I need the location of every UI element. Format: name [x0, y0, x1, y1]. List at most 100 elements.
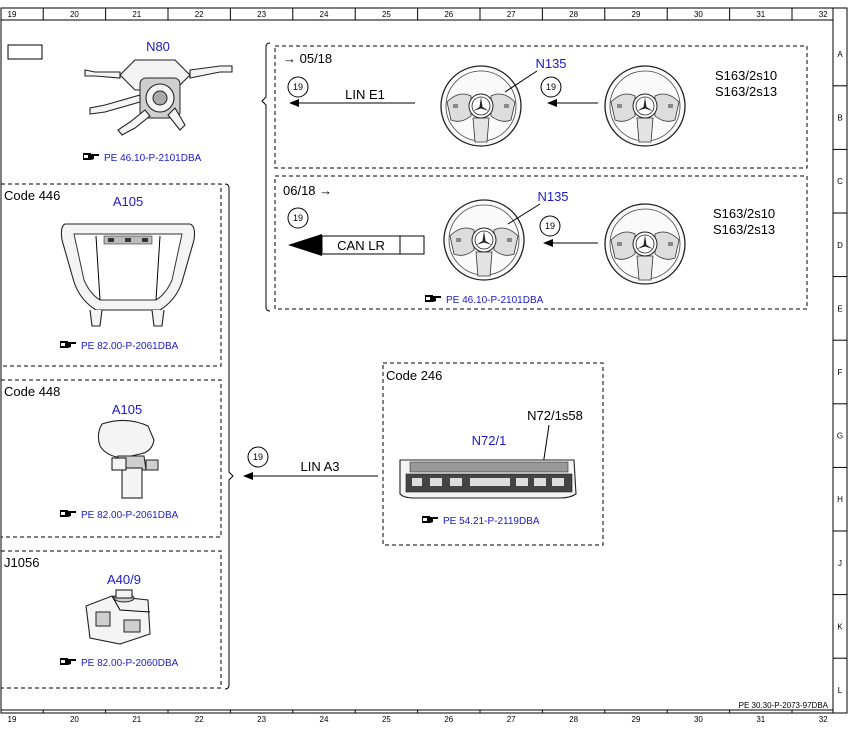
steering-wheel-switch-icon: [604, 203, 686, 285]
n80-component: N80 PE 46.10-P-2101DBA: [7, 39, 233, 164]
grid-column-label: 31: [756, 10, 765, 19]
code448-panel: Code 448 A105 PE 82.00-P-2061DBA: [1, 379, 222, 538]
steering-wheel-icon: [440, 65, 522, 147]
n80-label: N80: [146, 39, 170, 54]
grid-column-label: 21: [132, 10, 141, 19]
hand-pointer-icon: [60, 510, 76, 517]
group-0618-reference: PE 46.10-P-2101DBA: [446, 295, 544, 306]
grid-column-labels: 19 19 20 20 21 21 22 22 23 23 24 24 25 25 26 26 27 27 28 28…: [8, 8, 828, 724]
grid-row-label: L: [838, 686, 843, 695]
grid-column-label: 19: [8, 10, 17, 19]
svg-text:19: 19: [293, 82, 303, 92]
grid-column-label: 27: [507, 715, 516, 724]
grid-column-label: 23: [257, 715, 266, 724]
steering-wheel-switch-icon: [604, 65, 686, 147]
grid-column-label: 28: [569, 715, 578, 724]
code246-panel: Code 246 N72/1 N72/1s58 PE 54.21-P-2119D…: [382, 362, 604, 546]
bus-lin-a3-label: LIN A3: [300, 459, 339, 474]
border-frame: [0, 7, 848, 714]
grid-row-label: G: [837, 432, 843, 441]
j1056-panel: J1056 A40/9 PE 82.00-P-2060DBA: [1, 550, 222, 689]
switch-s163-2s13: S163/2s13: [713, 222, 775, 237]
control-panel-image: [399, 459, 577, 499]
code446-reference: PE 82.00-P-2061DBA: [81, 341, 179, 352]
grid-column-label: 20: [70, 715, 79, 724]
grid-row-label: E: [837, 304, 842, 313]
n72-1-label: N72/1: [472, 433, 507, 448]
code246-label: Code 246: [386, 368, 442, 383]
svg-text:19: 19: [545, 221, 555, 231]
svg-text:19: 19: [546, 82, 556, 92]
grid-column-label: 30: [694, 10, 703, 19]
code446-label: Code 446: [4, 188, 60, 203]
left-group-bracket: [224, 183, 234, 690]
a105-label: A105: [113, 194, 143, 209]
grid-column-label: 21: [132, 715, 141, 724]
grid-column-label: 23: [257, 10, 266, 19]
grid-column-label: 25: [382, 715, 391, 724]
group-0518: → 05/18 19 LIN E1 N135 19 S163/2s10 S163…: [274, 45, 808, 169]
grid-column-label: 19: [8, 715, 17, 724]
grid-column-label: 22: [195, 10, 204, 19]
grid-column-label: 31: [756, 715, 765, 724]
grid-column-label: 22: [195, 715, 204, 724]
bus-lin-e1-label: LIN E1: [345, 87, 385, 102]
n135-label: N135: [537, 189, 568, 204]
hand-pointer-icon: [425, 295, 441, 302]
grid-row-label: A: [837, 50, 843, 59]
camera-module-image: [85, 589, 151, 645]
hand-pointer-icon: [60, 341, 76, 348]
can-lr-arrow: [288, 234, 322, 256]
overhead-control-panel-image: [60, 223, 196, 327]
grid-column-label: 30: [694, 715, 703, 724]
switch-s163-2s10: S163/2s10: [713, 206, 775, 221]
hand-pointer-icon: [83, 153, 99, 160]
n135-label: N135: [535, 56, 566, 71]
steering-column-module-image: [84, 59, 233, 136]
grid-row-label: J: [838, 559, 842, 568]
grid-column-label: 29: [632, 10, 641, 19]
grid-column-label: 26: [444, 715, 453, 724]
switch-s163-2s10: S163/2s10: [715, 68, 777, 83]
a40-9-label: A40/9: [107, 572, 141, 587]
svg-text:19: 19: [293, 213, 303, 223]
group-0618-tag: 06/18 →: [283, 183, 332, 198]
group-0518-tag: → 05/18: [283, 51, 332, 66]
n72-1s58-label: N72/1s58: [527, 408, 583, 423]
grid-row-label: D: [837, 241, 843, 250]
bus-can-lr-label: CAN LR: [337, 238, 385, 253]
grid-column-label: 25: [382, 10, 391, 19]
grid-column-label: 27: [507, 10, 516, 19]
n80-reference: PE 46.10-P-2101DBA: [104, 153, 202, 164]
gear-selector-image: [97, 419, 159, 499]
grid-row-label: F: [838, 368, 843, 377]
a105-label: A105: [112, 402, 142, 417]
grid-row-label: H: [837, 495, 843, 504]
steering-wheel-icon: [443, 199, 525, 281]
grid-column-label: 32: [819, 715, 828, 724]
grid-row-label: C: [837, 177, 843, 186]
grid-column-label: 32: [819, 10, 828, 19]
group-bracket: [261, 42, 271, 312]
j1056-reference: PE 82.00-P-2060DBA: [81, 658, 179, 669]
grid-column-label: 24: [320, 10, 329, 19]
hand-pointer-icon: [60, 658, 76, 665]
grid-column-label: 28: [569, 10, 578, 19]
code448-reference: PE 82.00-P-2061DBA: [81, 510, 179, 521]
grid-column-label: 26: [444, 10, 453, 19]
code448-label: Code 448: [4, 384, 60, 399]
code246-reference: PE 54.21-P-2119DBA: [443, 516, 540, 527]
grid-row-label: B: [837, 114, 842, 123]
grid-column-label: 29: [632, 715, 641, 724]
n135-leader-line: [507, 203, 541, 225]
group-0618: 06/18 → 19 CAN LR N135 19 S163/2s10 S163…: [274, 175, 808, 310]
grid-column-label: 20: [70, 10, 79, 19]
footer-reference: PE 30.30-P-2073-97DBA: [739, 701, 829, 710]
grid-column-label: 24: [320, 715, 329, 724]
lin-a3-link: 19 LIN A3: [243, 446, 378, 480]
code446-panel: Code 446 A105 PE 82.00-P-2061DBA: [1, 183, 222, 367]
n135-leader-line: [504, 70, 538, 93]
switch-s163-2s13: S163/2s13: [715, 84, 777, 99]
